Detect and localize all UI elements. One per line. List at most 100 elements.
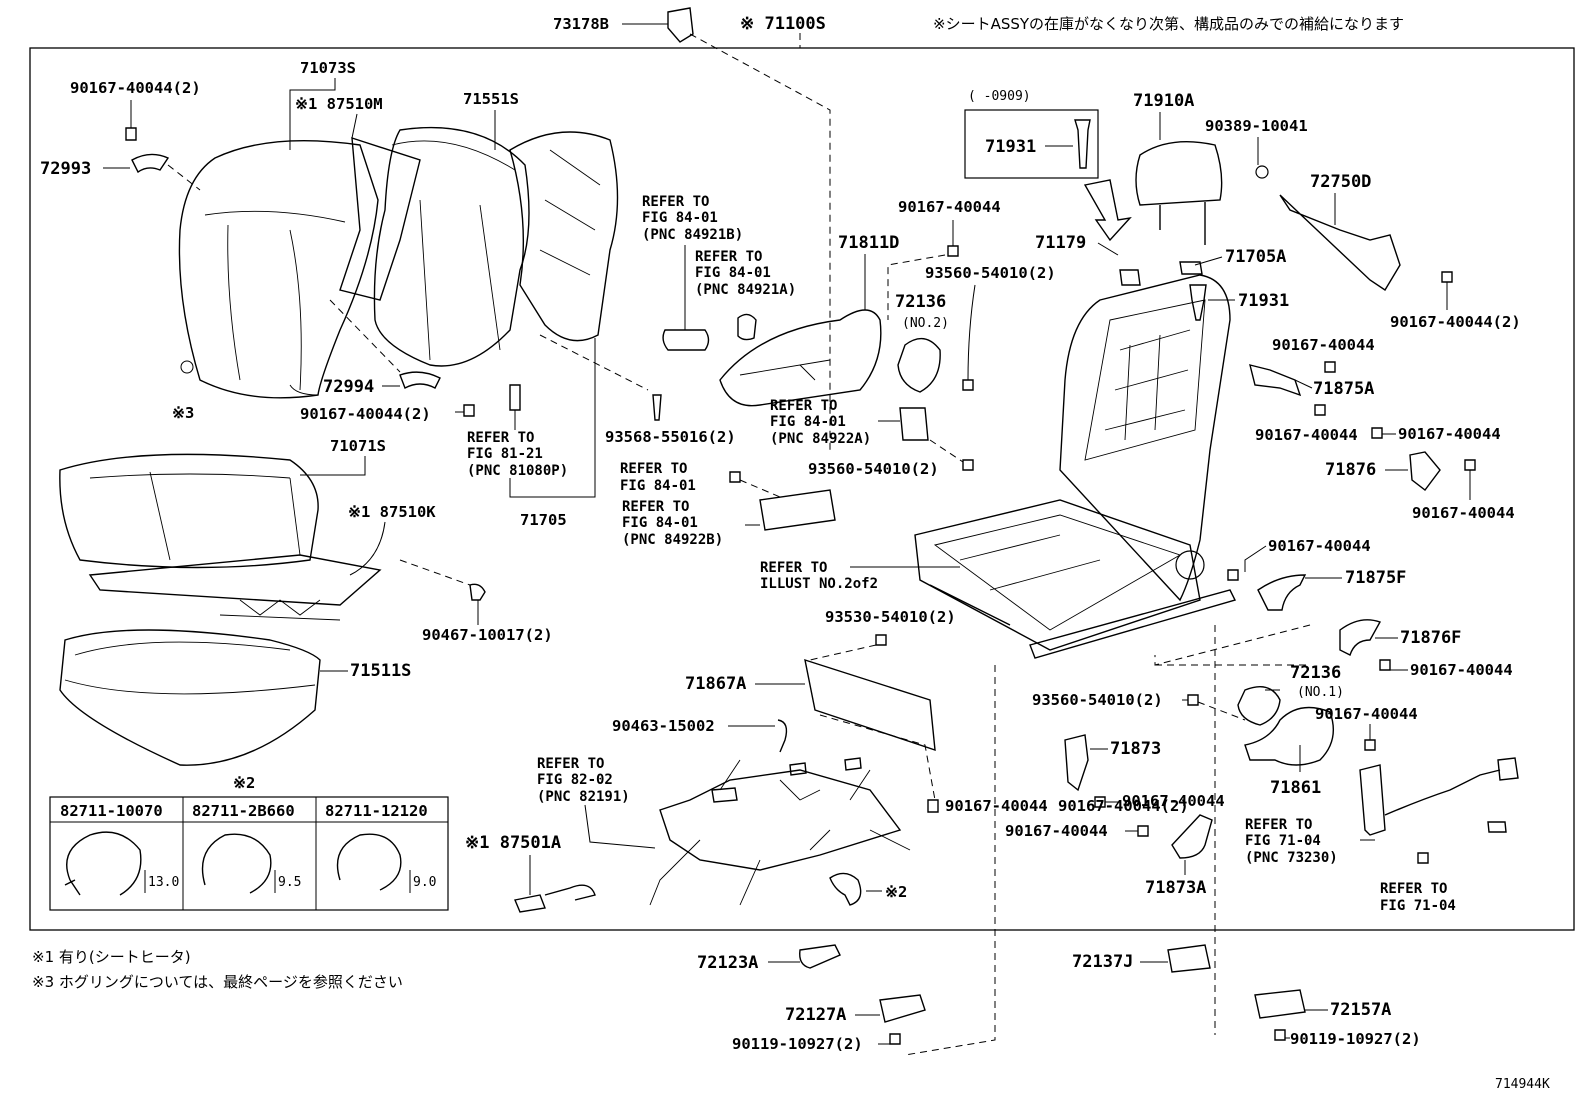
label-90167-40044-2d[interactable]: 90167-40044(2) (1058, 797, 1189, 815)
refer-71-04[interactable]: REFER TO FIG 71-04 (1380, 881, 1456, 914)
label-90467-10017[interactable]: 90467-10017(2) (422, 626, 553, 644)
col-82711-2B660[interactable]: 82711-2B660 (192, 802, 295, 820)
label-90167-40044-f[interactable]: 90167-40044 (1398, 425, 1501, 443)
knob-no2 (897, 337, 941, 393)
col-82711-12120[interactable]: 82711-12120 (325, 802, 428, 820)
label-71071S[interactable]: 71071S (330, 437, 386, 455)
label-90167-40044-g[interactable]: 90167-40044 (1412, 504, 1515, 522)
label-72123A[interactable]: 72123A (697, 953, 758, 973)
header-main-code[interactable]: ※ 71100S (740, 14, 826, 34)
label-87501A[interactable]: ※1 87501A (465, 833, 561, 853)
label-90463-15002[interactable]: 90463-15002 (612, 717, 715, 735)
label-71811D[interactable]: 71811D (838, 233, 899, 253)
label-72136-no2[interactable]: 72136 (895, 292, 946, 312)
label-90167-40044-2a[interactable]: 90167-40044(2) (70, 79, 201, 97)
headrest (1135, 140, 1223, 206)
label-71931[interactable]: 71931 (1238, 291, 1289, 311)
label-90167-40044-n[interactable]: 90167-40044 (1005, 822, 1108, 840)
svg-text:REFER TO: REFER TO (695, 249, 762, 265)
seat-back-pad (373, 126, 530, 367)
seat-cushion-pad (59, 629, 321, 766)
label-87510K[interactable]: ※1 87510K (348, 503, 436, 521)
hog-ring-3 (180, 360, 194, 374)
refer-84922A[interactable]: REFER TO FIG 84-01 (PNC 84922A) (770, 398, 871, 447)
label-71705[interactable]: 71705 (520, 511, 567, 529)
label-72127A[interactable]: 72127A (785, 1005, 846, 1025)
label-71873[interactable]: 71873 (1110, 739, 1161, 759)
svg-text:(PNC 84922A): (PNC 84922A) (770, 431, 871, 447)
col-82711-10070[interactable]: 82711-10070 (60, 802, 163, 820)
label-71875A[interactable]: 71875A (1313, 379, 1374, 399)
refer-73230[interactable]: REFER TO FIG 71-04 (PNC 73230) (1245, 817, 1338, 866)
label-90167-40044-c[interactable]: 90167-40044 (898, 198, 1001, 216)
label-71073S[interactable]: 71073S (300, 59, 356, 77)
svg-text:REFER TO: REFER TO (537, 756, 604, 772)
label-mark2a: ※2 (885, 883, 907, 901)
label-72137J[interactable]: 72137J (1072, 952, 1133, 972)
lumbar-cable (1279, 194, 1401, 291)
label-71705A[interactable]: 71705A (1225, 247, 1286, 267)
svg-text:9.5: 9.5 (278, 875, 301, 890)
seat-back-cover (178, 139, 379, 399)
label-72994[interactable]: 72994 (323, 377, 374, 397)
label-93560-54010-2b[interactable]: 93560-54010(2) (808, 460, 939, 478)
svg-text:FIG 71-04: FIG 71-04 (1245, 833, 1321, 849)
label-90167-40044-2b[interactable]: 90167-40044(2) (300, 405, 431, 423)
svg-text:REFER TO: REFER TO (622, 499, 689, 515)
label-90167-40044-k[interactable]: 90167-40044 (1315, 705, 1418, 723)
refer-84921A[interactable]: REFER TO FIG 84-01 (PNC 84921A) (695, 249, 796, 298)
refer-illust-2of2[interactable]: REFER TO ILLUST NO.2of2 (760, 560, 878, 592)
label-90167-40044-j[interactable]: 90167-40044 (945, 797, 1048, 815)
label-90119-10927-b[interactable]: 90119-10927(2) (1290, 1030, 1421, 1048)
header-top-part[interactable]: 73178B (553, 15, 609, 33)
label-72136-no1[interactable]: 72136 (1290, 663, 1341, 683)
label-93560-54010-2a[interactable]: 93560-54010(2) (925, 264, 1056, 282)
label-71551S[interactable]: 71551S (463, 90, 519, 108)
label-90167-40044-h[interactable]: 90167-40044 (1268, 537, 1371, 555)
label-90167-40044-2c[interactable]: 90167-40044(2) (1390, 313, 1521, 331)
refer-84-01[interactable]: REFER TO FIG 84-01 (620, 461, 696, 494)
label-71179[interactable]: 71179 (1035, 233, 1086, 253)
seat-cushion-cover (59, 453, 319, 569)
label-93560-54010-2c[interactable]: 93560-54010(2) (1032, 691, 1163, 709)
side-shield (719, 309, 882, 407)
label-90119-10927-a[interactable]: 90119-10927(2) (732, 1035, 863, 1053)
label-no1: (NO.1) (1297, 685, 1344, 700)
hog-ring-table: ※2 82711-10070 82711-2B660 82711-12120 1… (49, 774, 449, 911)
label-71876F[interactable]: 71876F (1400, 628, 1461, 648)
seat-frame (914, 274, 1237, 659)
label-72750D[interactable]: 72750D (1310, 172, 1371, 192)
knob-no1 (1237, 686, 1281, 726)
label-90389-10041[interactable]: 90389-10041 (1205, 117, 1308, 135)
refer-84922B[interactable]: REFER TO FIG 84-01 (PNC 84922B) (622, 499, 723, 548)
diagram-frame (29, 47, 1575, 931)
label-71910A[interactable]: 71910A (1133, 91, 1194, 111)
label-72157A[interactable]: 72157A (1330, 1000, 1391, 1020)
svg-text:9.0: 9.0 (413, 875, 436, 890)
svg-text:FIG 71-04: FIG 71-04 (1380, 898, 1456, 914)
label-71873A[interactable]: 71873A (1145, 878, 1206, 898)
label-71511S[interactable]: 71511S (350, 661, 411, 681)
label-90167-40044-l[interactable]: 90167-40044 (1122, 792, 1225, 810)
label-72993[interactable]: 72993 (40, 159, 91, 179)
label-71861[interactable]: 71861 (1270, 778, 1321, 798)
label-71876[interactable]: 71876 (1325, 460, 1376, 480)
refer-81-21[interactable]: REFER TO FIG 81-21 (PNC 81080P) (467, 430, 568, 479)
refer-84921B[interactable]: REFER TO FIG 84-01 (PNC 84921B) (642, 194, 743, 243)
label-90167-40044-e[interactable]: 90167-40044 (1255, 426, 1358, 444)
label-87510M[interactable]: ※1 87510M (295, 95, 383, 113)
label-93568-55016[interactable]: 93568-55016(2) (605, 428, 736, 446)
label-71931-box[interactable]: 71931 (985, 137, 1036, 157)
svg-text:13.0: 13.0 (148, 875, 179, 890)
label-93530-54010[interactable]: 93530-54010(2) (825, 608, 956, 626)
svg-text:ILLUST NO.2of2: ILLUST NO.2of2 (760, 576, 878, 592)
svg-text:(PNC 84922B): (PNC 84922B) (622, 532, 723, 548)
label-71867A[interactable]: 71867A (685, 674, 746, 694)
refer-82-02[interactable]: REFER TO FIG 82-02 (PNC 82191) (537, 756, 630, 805)
label-90167-40044-i[interactable]: 90167-40044 (1410, 661, 1513, 679)
label-90167-40044-d[interactable]: 90167-40044 (1272, 336, 1375, 354)
period-box (964, 109, 1099, 179)
label-71875F[interactable]: 71875F (1345, 568, 1406, 588)
footnote-3: ※3 ホグリングについては、最終ページを参照ください (32, 973, 403, 991)
